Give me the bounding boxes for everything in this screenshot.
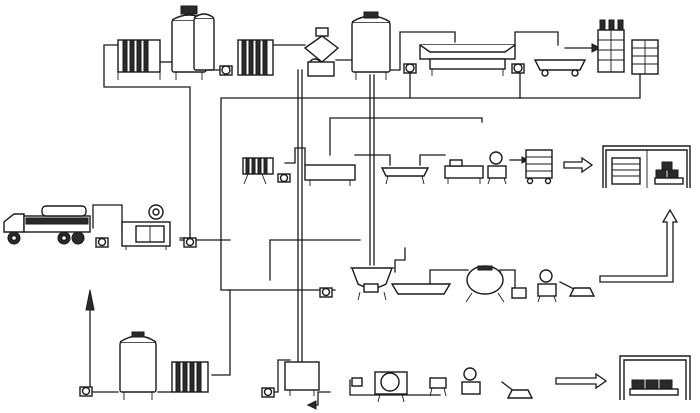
plate-heat-exchanger-icon: [117, 39, 161, 80]
pipe-bottom-up: [211, 289, 231, 376]
cheese-vat-icon: [304, 164, 356, 186]
flow-arrow-icon: [599, 208, 679, 283]
plate-heat-exchanger-icon: [242, 157, 274, 185]
flow-arrow-icon: [564, 43, 602, 53]
pump-icon: [403, 63, 417, 74]
storage-tank-icon: [284, 361, 320, 396]
pipe-vat2-out: [394, 247, 406, 273]
packing-machine-icon: [444, 159, 484, 184]
pipe-network: [89, 31, 641, 406]
packing-machine-icon: [121, 204, 171, 250]
flow-arrow-icon: [306, 400, 317, 410]
cheese-vat-icon: [419, 44, 516, 76]
flow-arrow-icon: [85, 289, 95, 311]
pipe-lower-loop: [269, 239, 361, 281]
churn-icon: [351, 371, 408, 403]
storage-tank-icon: [119, 331, 157, 400]
plate-heat-exchanger-icon: [171, 361, 209, 393]
lower-row: [319, 265, 596, 303]
pipe-mid-1: [354, 154, 391, 166]
pipe-hx3: [284, 147, 306, 166]
pump-icon: [79, 386, 93, 397]
plate-heat-exchanger-icon: [237, 39, 274, 76]
crate-stack-icon: [525, 149, 553, 185]
cold-store-icon: [619, 355, 691, 400]
crate-stack-icon: [597, 19, 625, 73]
pump-icon: [219, 65, 233, 76]
storage-tank-icon: [171, 5, 215, 80]
curd-press-icon: [390, 283, 452, 295]
pipe-vat-top: [514, 31, 559, 46]
middle-row: [242, 145, 691, 283]
packing-machine-icon: [429, 367, 481, 397]
pump-icon: [277, 173, 291, 183]
pipe-bottom-right: [349, 379, 441, 396]
crate-stack-icon: [511, 287, 527, 299]
packing-machine-icon: [559, 281, 596, 297]
churn-icon: [465, 265, 505, 303]
pipe-mid-2: [419, 154, 446, 166]
flow-arrow-icon: [509, 156, 530, 164]
pump-icon: [261, 387, 275, 398]
pump-icon: [183, 237, 197, 248]
flow-arrow-icon: [563, 156, 594, 174]
centrifugal-separator-icon: [303, 27, 340, 77]
cheese-vat-icon: [350, 267, 395, 301]
pipe-tank2-vat: [389, 31, 456, 71]
pipe-to-churn: [429, 269, 469, 286]
pump-icon: [319, 287, 333, 298]
pipe-main-return: [220, 69, 521, 291]
flow-arrow-icon: [555, 372, 608, 390]
pipe-truck-loop: [92, 204, 123, 231]
packing-machine-icon: [537, 269, 557, 303]
curd-press-icon: [380, 167, 430, 185]
bottom-row: [79, 289, 691, 410]
milk-tanker-truck-icon: [3, 205, 91, 245]
pipe-hx1-return: [103, 44, 191, 239]
cold-store-icon: [602, 145, 691, 188]
top-row: [117, 5, 659, 80]
pump-icon: [95, 237, 109, 248]
crate-stack-icon: [631, 39, 659, 75]
curd-press-icon: [533, 59, 587, 77]
pipe-mid-feed: [329, 117, 483, 156]
packing-machine-icon: [487, 151, 507, 185]
pump-icon: [511, 63, 525, 74]
storage-tank-icon: [351, 11, 391, 80]
packing-machine-icon: [501, 381, 534, 399]
